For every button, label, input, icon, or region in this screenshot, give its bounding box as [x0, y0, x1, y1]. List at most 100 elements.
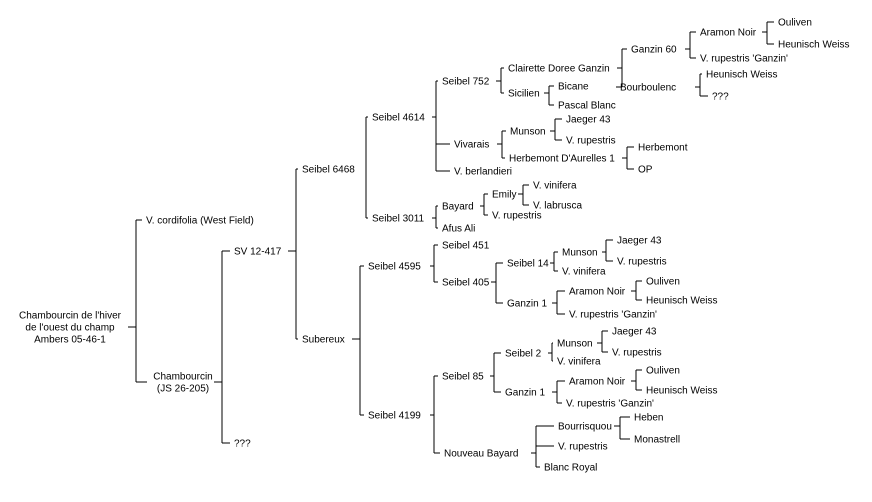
- node-label-line: Munson: [562, 248, 598, 259]
- node-label-n10: Seibel 4199: [368, 411, 421, 422]
- node-label-line: Ouliven: [778, 18, 812, 29]
- node-label-line: Seibel 4614: [372, 113, 425, 124]
- node-label-n57: V. rupestris: [612, 348, 662, 359]
- node-label-line: Pascal Blanc: [558, 101, 616, 112]
- node-label-line: Munson: [510, 127, 546, 138]
- node-label-line: ???: [234, 439, 251, 450]
- node-label-line: Aramon Noir: [700, 28, 757, 39]
- node-label-line: (JS 26-205): [157, 384, 209, 395]
- node-label-line: SV 12-417: [234, 247, 282, 258]
- node-label-n21: Sicilien: [508, 89, 540, 100]
- node-label-line: Chambourcin de l'hiver: [19, 311, 122, 322]
- node-label-line: Monastrell: [634, 435, 680, 446]
- node-label-n56: Jaeger 43: [612, 327, 657, 338]
- node-label-line: Afus Ali: [442, 224, 475, 235]
- node-label-n17: Seibel 405: [442, 278, 490, 289]
- node-label-line: Seibel 85: [442, 372, 484, 383]
- node-label-n60: Ouliven: [646, 366, 680, 377]
- node-label-line: V. vinifera: [533, 181, 577, 192]
- node-label-line: Seibel 2: [505, 349, 542, 360]
- node-label-line: Nouveau Bayard: [444, 449, 519, 460]
- node-label-line: Bourboulenc: [620, 83, 676, 94]
- node-label-n55: V. vinifera: [557, 357, 601, 368]
- node-label-line: V. rupestris 'Ganzin': [700, 54, 788, 65]
- node-label-line: Ouliven: [646, 366, 680, 377]
- node-label-line: Subereux: [302, 335, 345, 346]
- node-label-line: Sicilien: [508, 89, 540, 100]
- node-label-line: V. rupestris: [617, 257, 667, 268]
- node-label-n42: Seibel 14: [507, 259, 549, 270]
- node-label-line: Bicane: [558, 82, 589, 93]
- node-label-line: Bayard: [442, 202, 474, 213]
- node-label-line: Seibel 4199: [368, 411, 421, 422]
- node-label-n25: Bourboulenc: [620, 83, 676, 94]
- node-label-n3: SV 12-417: [234, 247, 282, 258]
- node-label-n45: V. vinifera: [562, 267, 606, 278]
- node-label-line: Seibel 3011: [372, 214, 425, 225]
- node-label-line: Heunisch Weiss: [646, 386, 718, 397]
- node-label-line: Heunisch Weiss: [778, 40, 850, 51]
- node-label-line: Ouliven: [646, 277, 680, 288]
- node-label-n46: Jaeger 43: [617, 236, 662, 247]
- node-label-line: ???: [712, 92, 729, 103]
- node-label-line: Blanc Royal: [544, 463, 597, 474]
- node-label-line: Vivarais: [454, 140, 489, 151]
- node-label-n64: Blanc Royal: [544, 463, 597, 474]
- node-label-n20: Clairette Doree Ganzin: [508, 64, 610, 75]
- node-label-n14: Bayard: [442, 202, 474, 213]
- node-label-n41: V. labrusca: [533, 201, 583, 212]
- node-label-line: Aramon Noir: [569, 377, 626, 388]
- node-label-n34: Jaeger 43: [566, 115, 611, 126]
- node-label-n18: Seibel 85: [442, 372, 484, 383]
- node-label-line: de l'ouest du champ: [25, 323, 115, 334]
- node-label-n13: V. berlandieri: [454, 167, 512, 178]
- node-label-line: Jaeger 43: [566, 115, 611, 126]
- node-label-line: V. vinifera: [557, 357, 601, 368]
- node-label-n1: V. cordifolia (West Field): [146, 216, 254, 227]
- node-label-n44: Munson: [562, 248, 598, 259]
- node-label-n38: Emily: [492, 190, 516, 201]
- node-label-n2: Chambourcin(JS 26-205): [153, 372, 212, 395]
- node-label-line: Herbemont D'Aurelles 1: [509, 154, 615, 165]
- node-label-line: Heben: [634, 413, 663, 424]
- node-label-n28: Ouliven: [778, 18, 812, 29]
- node-label-line: Jaeger 43: [617, 236, 662, 247]
- node-label-n32: Munson: [510, 127, 546, 138]
- node-label-n40: V. vinifera: [533, 181, 577, 192]
- node-label-line: Emily: [492, 190, 516, 201]
- node-label-n66: Monastrell: [634, 435, 680, 446]
- node-label-n31: ???: [712, 92, 729, 103]
- node-label-n63: V. rupestris: [558, 442, 608, 453]
- node-label-line: Herbemont: [638, 143, 688, 154]
- node-label-line: Clairette Doree Ganzin: [508, 64, 610, 75]
- node-label-n6: Subereux: [302, 335, 345, 346]
- node-label-line: Heunisch Weiss: [706, 70, 778, 81]
- node-label-line: V. rupestris: [492, 211, 542, 222]
- node-label-n19: Nouveau Bayard: [444, 449, 519, 460]
- node-label-n48: Aramon Noir: [569, 287, 626, 298]
- node-label-line: Ambers 05-46-1: [34, 335, 106, 346]
- node-label-line: Seibel 405: [442, 278, 490, 289]
- node-label-n29: Heunisch Weiss: [778, 40, 850, 51]
- node-label-n35: V. rupestris: [566, 136, 616, 147]
- node-label-n11: Seibel 752: [442, 77, 490, 88]
- node-label-line: V. rupestris 'Ganzin': [569, 310, 657, 321]
- node-label-n9: Seibel 4595: [368, 262, 421, 273]
- node-label-line: V. rupestris: [558, 442, 608, 453]
- node-label-n53: Ganzin 1: [505, 388, 545, 399]
- node-label-n59: V. rupestris 'Ganzin': [566, 399, 654, 410]
- node-label-n7: Seibel 4614: [372, 113, 425, 124]
- node-label-line: Ganzin 60: [631, 45, 677, 56]
- node-label-n49: V. rupestris 'Ganzin': [569, 310, 657, 321]
- node-label-line: Seibel 4595: [368, 262, 421, 273]
- node-label-n15: Afus Ali: [442, 224, 475, 235]
- node-label-line: V. labrusca: [533, 201, 583, 212]
- node-label-line: Ganzin 1: [507, 299, 547, 310]
- node-label-line: Bourrisquou: [558, 422, 612, 433]
- node-label-line: Jaeger 43: [612, 327, 657, 338]
- node-label-n37: OP: [638, 165, 653, 176]
- node-label-n22: Bicane: [558, 82, 589, 93]
- node-label-n8: Seibel 3011: [372, 214, 425, 225]
- node-label-n51: Heunisch Weiss: [646, 296, 718, 307]
